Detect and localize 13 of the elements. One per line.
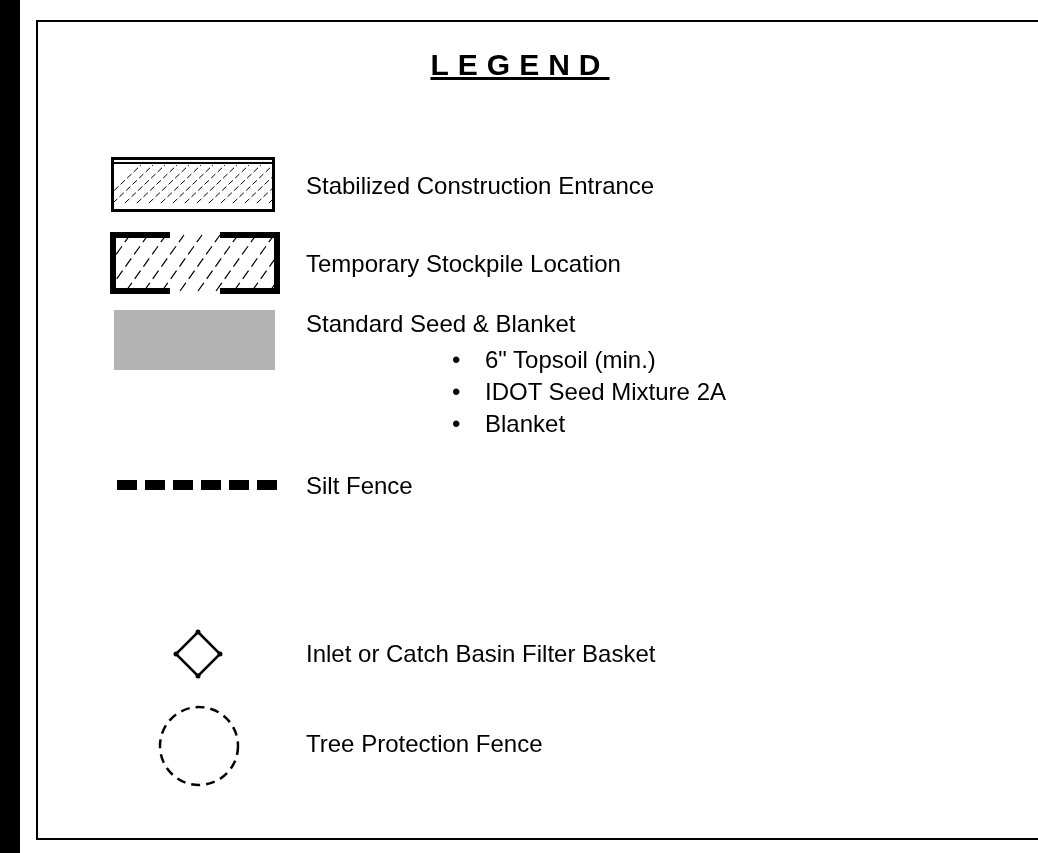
legend-label: Tree Protection Fence xyxy=(306,730,543,758)
legend-label: Inlet or Catch Basin Filter Basket xyxy=(306,640,656,668)
legend-title: LEGEND xyxy=(429,48,611,82)
legend-label: Silt Fence xyxy=(306,472,413,500)
bullet-item: 6" Topsoil (min.) xyxy=(485,346,656,374)
legend-label: Standard Seed & Blanket xyxy=(306,310,576,338)
legend-label: Stabilized Construction Entrance xyxy=(306,172,655,200)
bullet-mark: • xyxy=(452,410,461,438)
bullet-mark: • xyxy=(452,378,461,406)
legend-label: Temporary Stockpile Location xyxy=(306,250,621,278)
bullet-item: IDOT Seed Mixture 2A xyxy=(485,378,726,406)
bullet-item: Blanket xyxy=(485,410,566,438)
bullet-mark: • xyxy=(452,346,461,374)
